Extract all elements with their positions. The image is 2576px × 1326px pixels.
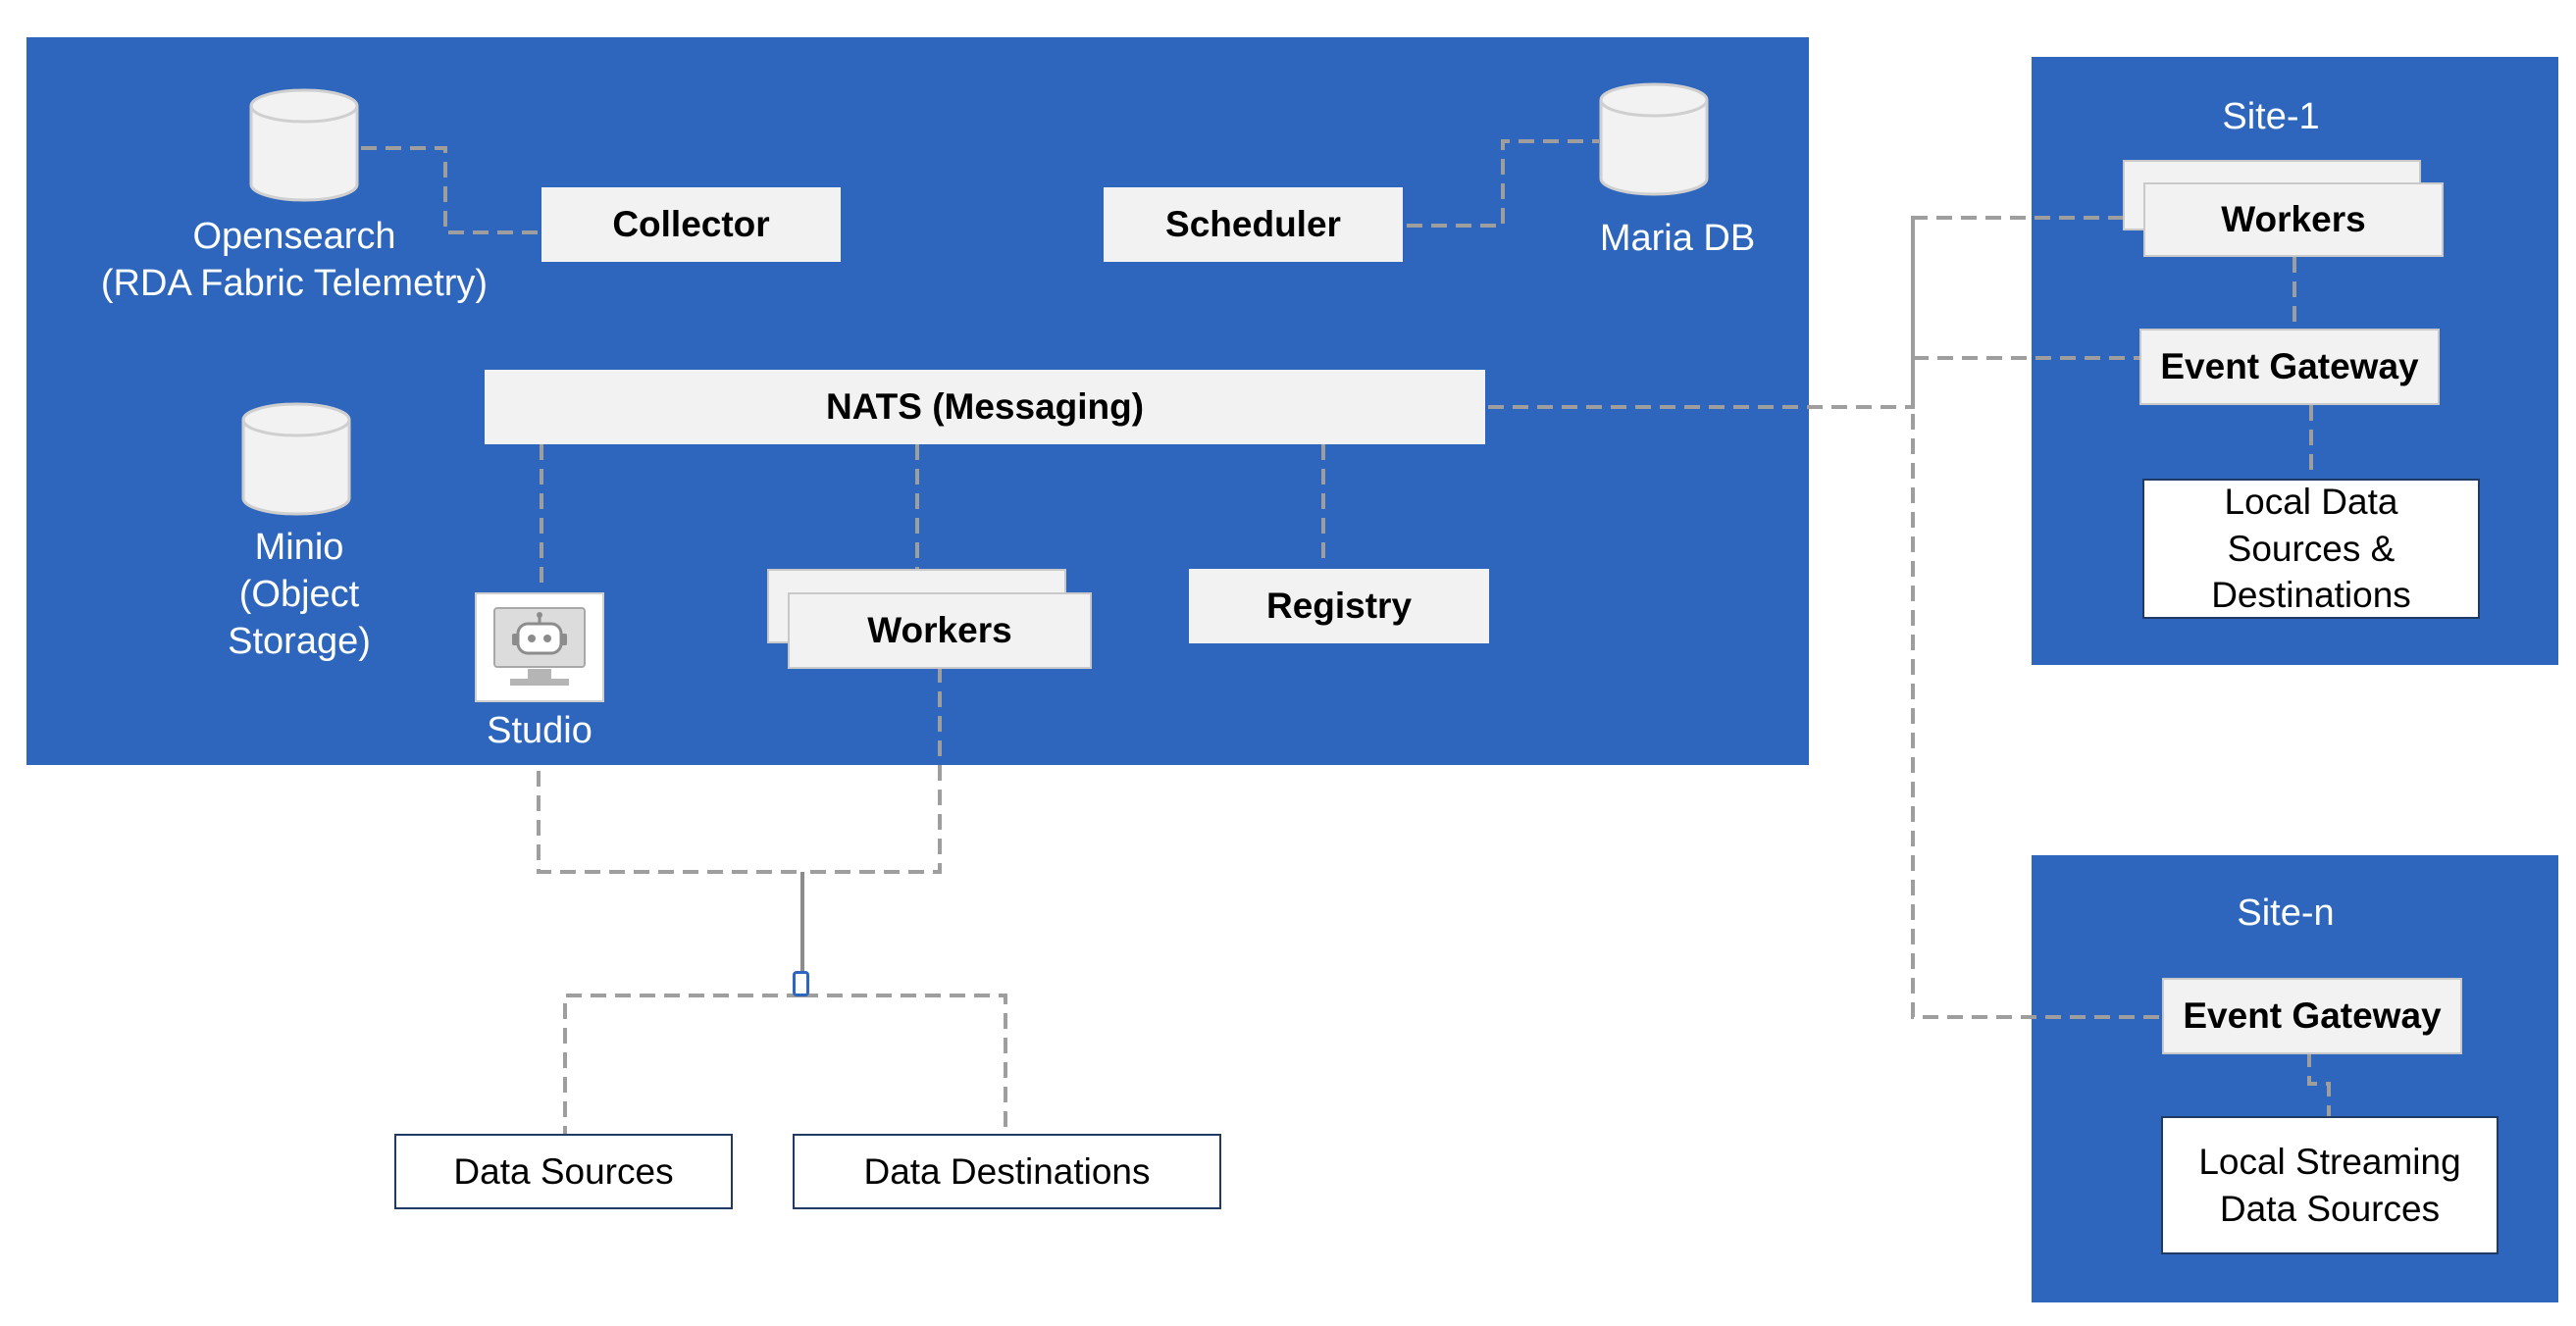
mariadb-database-icon	[1599, 82, 1709, 196]
minio-database-icon	[241, 402, 351, 516]
site-n-event-gateway-label: Event Gateway	[2183, 995, 2442, 1036]
site-n-local-streaming-box[interactable]: Local Streaming Data Sources	[2161, 1116, 2499, 1254]
site-n-title: Site-n	[2237, 892, 2335, 934]
data-sources-label: Data Sources	[453, 1150, 674, 1192]
wire-connector-sources	[563, 994, 802, 1134]
studio-label: Studio	[487, 710, 592, 751]
nats-label: NATS (Messaging)	[825, 386, 1145, 427]
scheduler-box[interactable]: Scheduler	[1104, 187, 1403, 262]
opensearch-label: Opensearch (RDA Fabric Telemetry)	[100, 216, 489, 304]
wire-scheduler-mariadb	[1407, 139, 1599, 228]
registry-label: Registry	[1265, 586, 1413, 626]
collector-label: Collector	[612, 204, 770, 244]
nats-messaging-bar[interactable]: NATS (Messaging)	[485, 370, 1485, 444]
site-1-workers-label: Workers	[2221, 199, 2366, 239]
site-1-workers-box[interactable]: Workers	[2143, 182, 2444, 257]
site-1-title: Site-1	[2222, 96, 2320, 137]
data-sources-box[interactable]: Data Sources	[394, 1134, 733, 1209]
junction-connector	[793, 971, 809, 996]
data-destinations-label: Data Destinations	[863, 1150, 1151, 1192]
mariadb-label: Maria DB	[1599, 218, 1756, 259]
robot-monitor-icon	[493, 607, 586, 686]
minio-label: Minio (Object Storage)	[228, 527, 371, 662]
studio-robot-monitor-icon[interactable]	[475, 592, 604, 702]
wire-connector-destinations	[802, 994, 1007, 1134]
site-1-local-data-label: Local Data Sources & Destinations	[2211, 482, 2411, 616]
collector-box[interactable]: Collector	[541, 187, 841, 262]
site-n-local-streaming-label: Local Streaming Data Sources	[2198, 1142, 2461, 1229]
wire-opensearch-collector	[361, 146, 541, 234]
workers-box[interactable]: Workers	[788, 592, 1092, 669]
site-1-local-data-box[interactable]: Local Data Sources & Destinations	[2142, 479, 2480, 619]
scheduler-label: Scheduler	[1165, 204, 1341, 244]
wire-workers-junction	[802, 667, 942, 874]
site-n-event-gateway-box[interactable]: Event Gateway	[2162, 978, 2462, 1054]
opensearch-database-icon	[249, 88, 359, 202]
data-destinations-box[interactable]: Data Destinations	[793, 1134, 1221, 1209]
wire-nats-sites	[1488, 216, 2143, 409]
wire-trunk	[1911, 218, 2168, 1019]
wire-studio-junction	[537, 771, 802, 874]
workers-label: Workers	[867, 610, 1012, 650]
site-1-event-gateway-box[interactable]: Event Gateway	[2139, 329, 2440, 405]
wire-siten-eventgateway-local	[2307, 1051, 2331, 1116]
registry-box[interactable]: Registry	[1189, 569, 1489, 643]
site-1-event-gateway-label: Event Gateway	[2160, 346, 2419, 386]
